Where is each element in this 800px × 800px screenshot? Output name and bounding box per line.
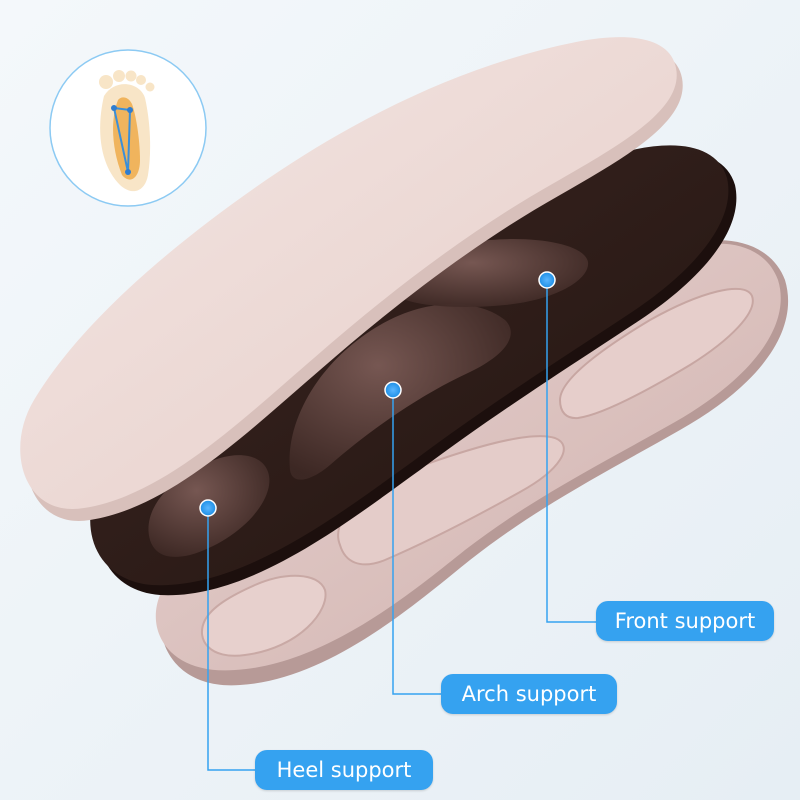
front-support-label: Front support <box>596 601 774 641</box>
heel-support-label: Heel support <box>255 750 433 790</box>
arch-support-dot <box>384 381 402 399</box>
middle-dark-layer <box>90 145 737 596</box>
arch-support-label: Arch support <box>441 674 617 714</box>
heel-callout-line <box>207 508 255 771</box>
front-callout-line <box>546 280 596 623</box>
foot-arch-diagram-icon <box>49 49 207 207</box>
top-fabric-layer <box>20 37 683 521</box>
arch-callout-line <box>392 390 441 695</box>
callout-lines <box>207 280 596 771</box>
heel-support-dot <box>199 499 217 517</box>
bottom-foam-layer <box>155 240 789 686</box>
front-support-dot <box>538 271 556 289</box>
